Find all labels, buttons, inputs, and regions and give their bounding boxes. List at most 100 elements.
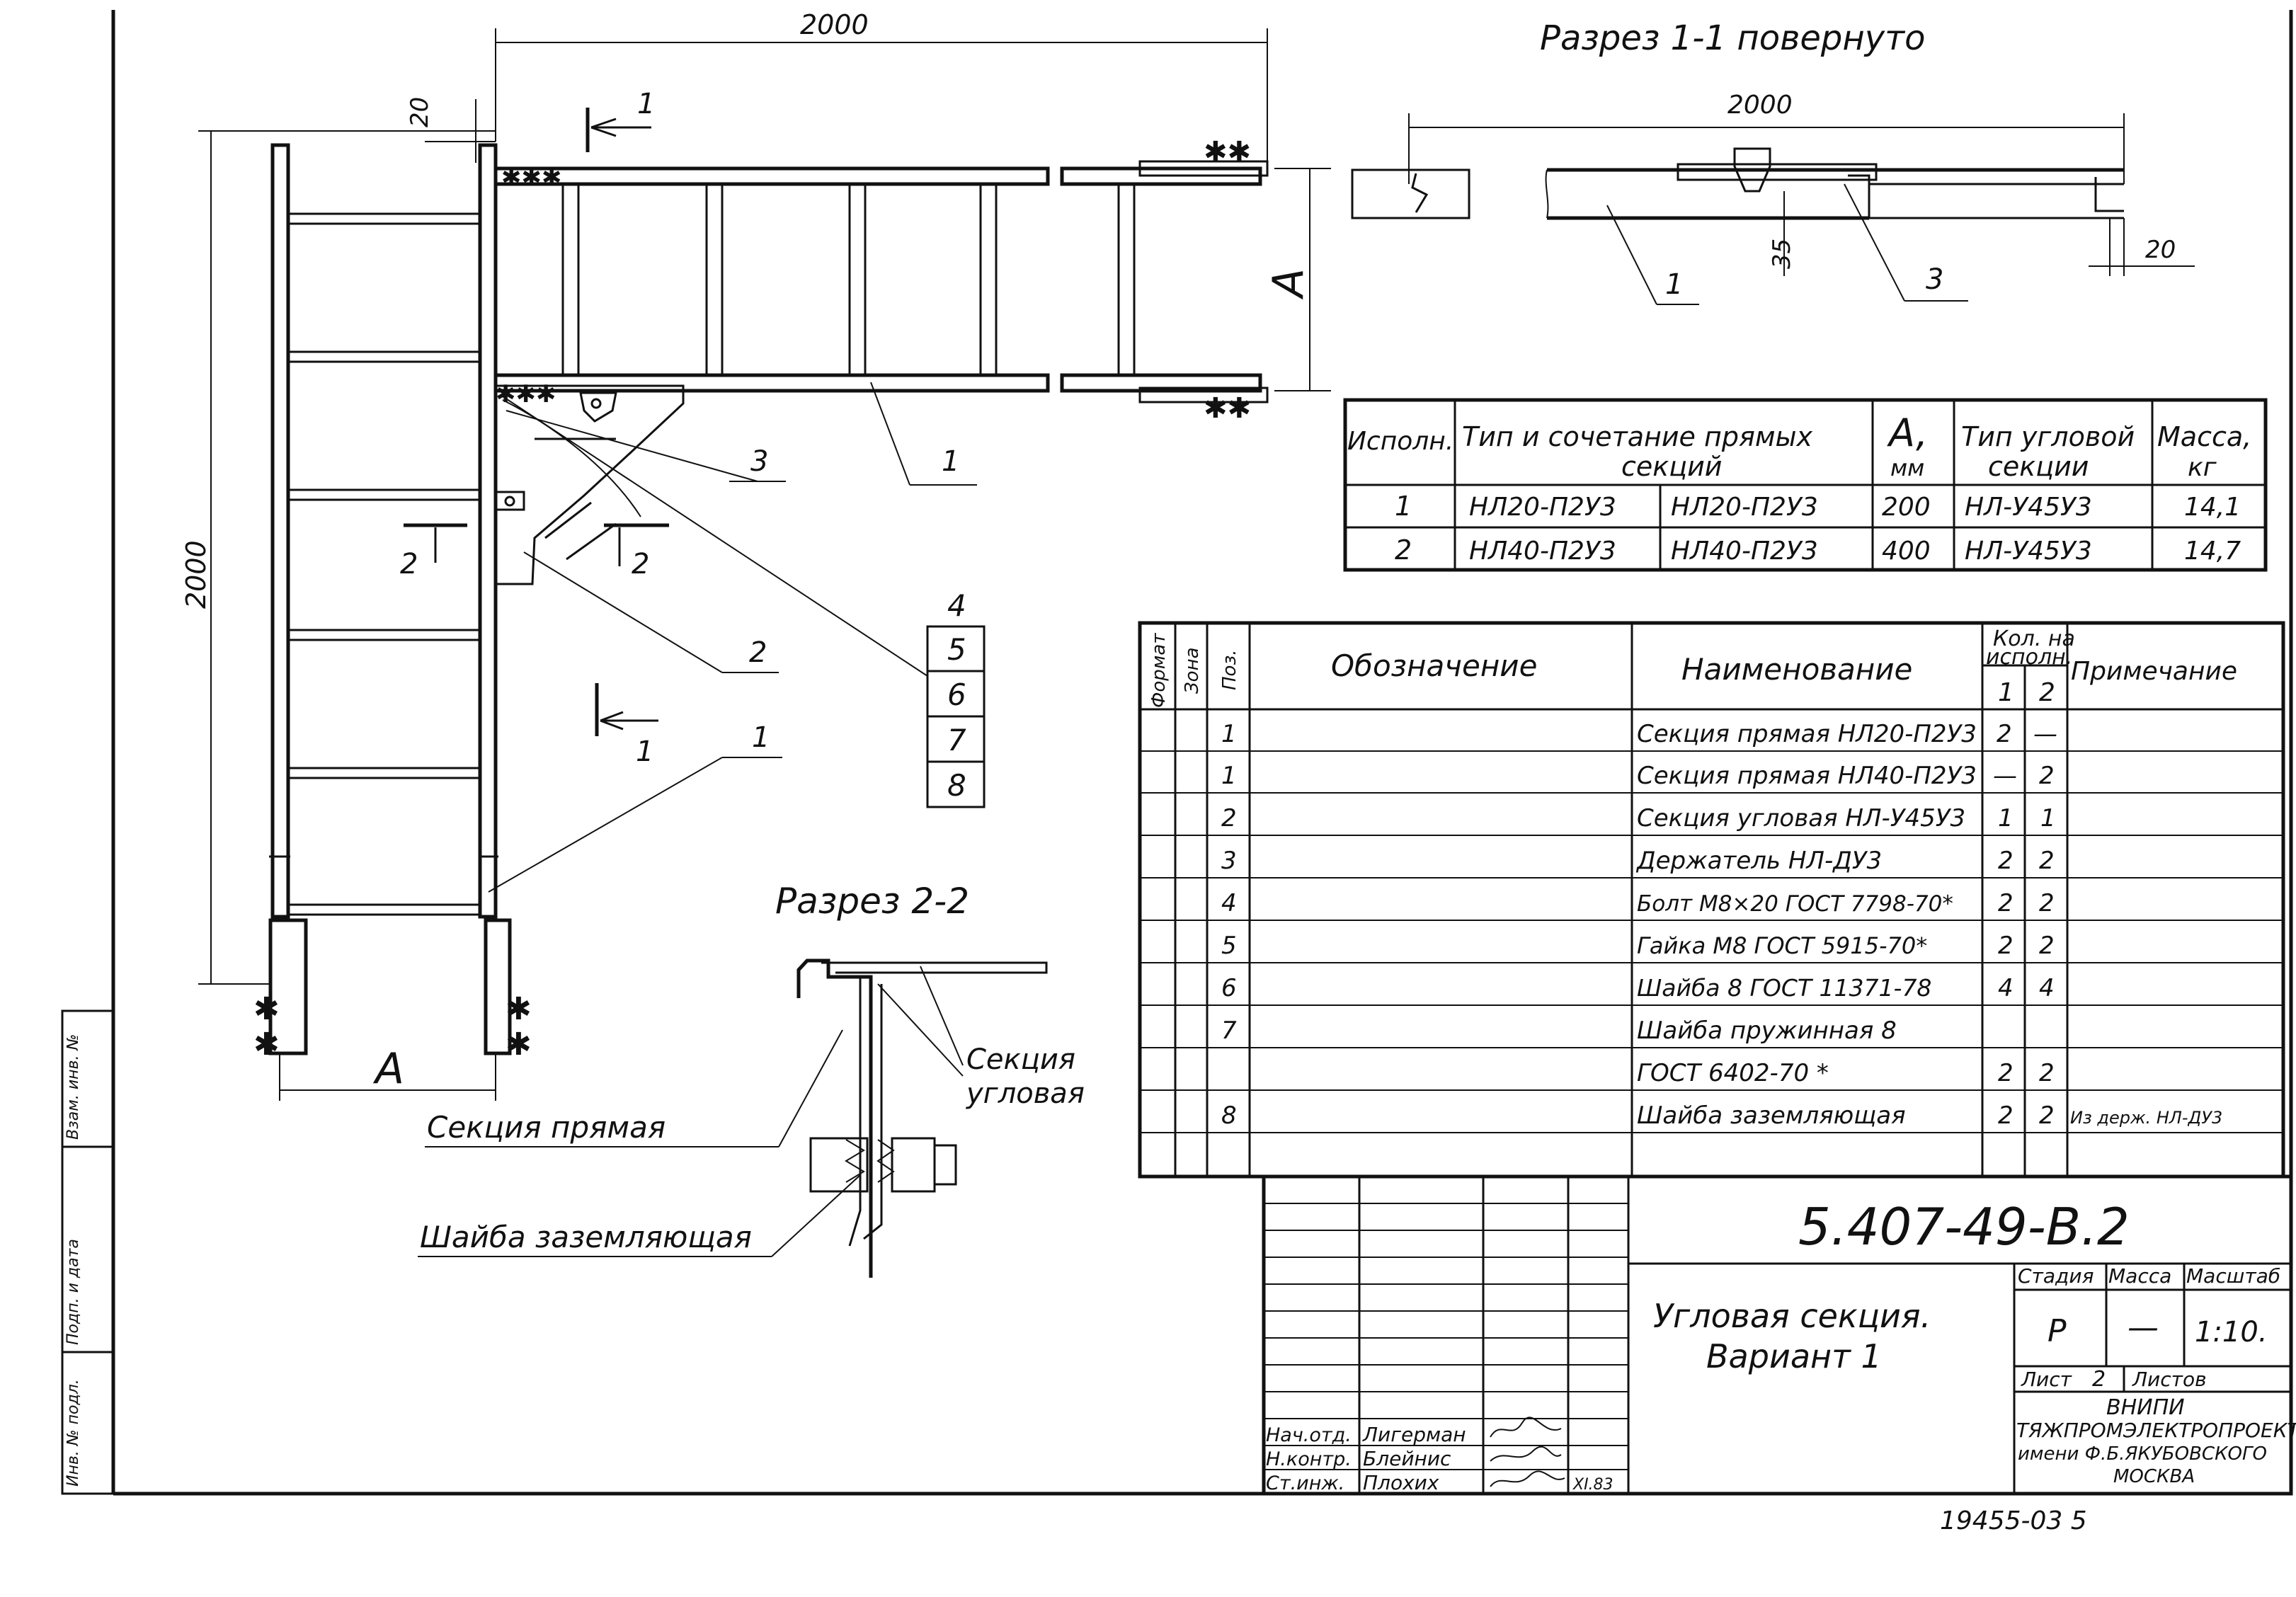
spec-r3-q1: 1: [1998, 804, 2014, 832]
tb-sheets-label: Листов: [2132, 1368, 2207, 1391]
spec-r5-q1: 2: [1998, 889, 2014, 917]
exec-h-a-1: A,: [1887, 411, 1928, 455]
dim-a-bottom: A: [372, 1044, 404, 1094]
spec-r4-pos: 3: [1221, 847, 1237, 875]
spec-r3-q2: 1: [2040, 804, 2056, 832]
spec-r1-q2: —: [2033, 720, 2057, 748]
spec-r3-pos: 2: [1221, 804, 1237, 832]
spec-r9-name: ГОСТ 6402-70 *: [1637, 1059, 1829, 1087]
dim-top-2000: 2000: [800, 9, 869, 40]
bolt-marks-corner-top: ✱✱✱: [501, 164, 561, 192]
callout-2: 2: [749, 636, 767, 669]
margin-stamp-3: Инв. № подл.: [64, 1379, 82, 1487]
spec-h-qty-2: исполн.: [1986, 645, 2072, 670]
spec-r6-q2: 2: [2039, 932, 2055, 960]
exec-r2-s1: НЛ40-П2У3: [1469, 537, 1616, 566]
horizontal-rungs: [561, 183, 1136, 377]
signatures: [1490, 1416, 1565, 1487]
spec-r2-q1: —: [1993, 762, 2017, 790]
exec-r1-s2: НЛ20-П2У3: [1671, 493, 1818, 522]
dim-20-top: 20: [406, 97, 434, 127]
spec-r10-q2: 2: [2039, 1101, 2055, 1130]
bolt-marks-left-2: ✱: [253, 1026, 280, 1063]
tb-org-4: МОСКВА: [2113, 1466, 2195, 1487]
exec-r1-a: 200: [1882, 493, 1931, 522]
label-corner-section-2: угловая: [966, 1077, 1085, 1110]
cut-2-left: 2: [400, 548, 418, 580]
spec-r5-pos: 4: [1221, 889, 1237, 917]
spec-h-zone: Зона: [1182, 647, 1203, 694]
sign-name-3: Плохих: [1363, 1471, 1439, 1494]
stack-7: 7: [947, 723, 966, 757]
spec-r2-pos: 1: [1221, 762, 1237, 790]
dim-s1-2000: 2000: [1727, 91, 1793, 120]
cut-2-right: 2: [632, 548, 649, 580]
tb-org-2: ТЯЖПРОМЭЛЕКТРОПРОЕКТ: [2016, 1419, 2296, 1442]
sign-role-3: Ст.инж.: [1266, 1472, 1344, 1494]
cut-markers: 1 1 2 2: [400, 88, 669, 768]
label-straight-section: Секция прямая: [427, 1110, 666, 1145]
spec-rows: 1 Секция прямая НЛ20-П2У3 2 — 1 Секция п…: [1221, 720, 2222, 1130]
doc-code: 5.407-49-В.2: [1798, 1197, 2130, 1257]
doc-title-2: Вариант 1: [1706, 1337, 1882, 1375]
spec-row-lines: [1140, 750, 2283, 1133]
dim-left-2000: 2000: [181, 540, 212, 609]
title-left-grid: [1264, 1203, 1628, 1470]
margin-stamp-1: Взам. инв. №: [64, 1034, 82, 1140]
exec-r2-corner: НЛ-У45У3: [1965, 537, 2092, 566]
vertical-rungs: [287, 212, 481, 916]
spec-r6-pos: 5: [1221, 932, 1237, 960]
spec-r9-q1: 2: [1998, 1059, 2014, 1087]
spec-r7-q1: 4: [1998, 974, 2014, 1002]
bolt-marks-right: ✱: [506, 991, 532, 1027]
stack-6: 6: [947, 677, 966, 712]
corner-section: [496, 384, 685, 585]
exec-r2-s2: НЛ40-П2У3: [1671, 537, 1818, 566]
spec-r10-q1: 2: [1998, 1101, 2014, 1130]
exec-r1-corner: НЛ-У45У3: [1965, 493, 2092, 522]
stack-8: 8: [947, 768, 966, 803]
tb-mass: —: [2127, 1310, 2159, 1346]
callout-stack-4-8: 4 5 6 7 8: [926, 588, 986, 808]
spec-r10-note: Из держ. НЛ-ДУ3: [2070, 1108, 2222, 1128]
spec-r4-name: Держатель НЛ-ДУ3: [1635, 847, 1882, 875]
label-corner-section-1: Секция: [966, 1043, 1075, 1076]
spec-r6-name: Гайка М8 ГОСТ 5915-70*: [1637, 932, 1927, 959]
exec-r1-exec: 1: [1395, 491, 1412, 522]
exec-r1-s1: НЛ20-П2У3: [1469, 493, 1616, 522]
spec-r4-q2: 2: [2039, 847, 2055, 875]
spec-r9-q2: 2: [2039, 1059, 2055, 1087]
horizontal-ladder: ✱✱ ✱✱ ✱✱✱ ✱✱✱: [493, 136, 1269, 425]
spec-h-name: Наименование: [1681, 652, 1912, 687]
spec-h-designation: Обозначение: [1331, 648, 1537, 683]
bolt-marks-right-2: ✱: [506, 1026, 532, 1063]
cut-1-bottom: 1: [636, 735, 653, 768]
spec-r2-name: Секция прямая НЛ40-П2У3: [1637, 762, 1977, 790]
section-2-title: Разрез 2-2: [775, 881, 969, 922]
spec-r5-q2: 2: [2039, 889, 2055, 917]
spec-r7-name: Шайба 8 ГОСТ 11371-78: [1637, 974, 1931, 1002]
dim-a-right: A: [1264, 268, 1313, 300]
sign-role-2: Н.контр.: [1266, 1448, 1352, 1470]
tb-org-1: ВНИПИ: [2106, 1395, 2185, 1420]
margin-stamp-2: Подп. и дата: [64, 1239, 82, 1345]
spec-r5-name: Болт М8×20 ГОСТ 7798-70*: [1637, 891, 1953, 917]
spec-r4-q1: 2: [1998, 847, 2014, 875]
dimensions-main: 2000 2000 20 A A: [181, 9, 1331, 1101]
cut-1-top: 1: [637, 88, 655, 120]
stack-5: 5: [947, 632, 966, 667]
sign-date-3: XI.83: [1572, 1476, 1614, 1494]
tb-h-stage: Стадия: [2018, 1264, 2094, 1288]
spec-table: Формат Зона Поз. Обозначение Наименовани…: [1138, 621, 2285, 1179]
tb-stage: Р: [2047, 1313, 2067, 1349]
tb-scale: 1:10.: [2195, 1316, 2268, 1349]
exec-r2-mass: 14,7: [2184, 537, 2241, 566]
spec-r3-name: Секция угловая НЛ-У45У3: [1637, 804, 1965, 832]
tb-h-scale: Масштаб: [2186, 1264, 2280, 1288]
exec-r2-a: 400: [1882, 537, 1931, 566]
s1-callout-1: 1: [1665, 268, 1683, 301]
section-2-2: Разрез 2-2 Секция угловая Секция прямая …: [418, 881, 1085, 1278]
spec-r10-name: Шайба заземляющая: [1637, 1101, 1906, 1130]
sign-name-2: Блейнис: [1363, 1447, 1451, 1470]
